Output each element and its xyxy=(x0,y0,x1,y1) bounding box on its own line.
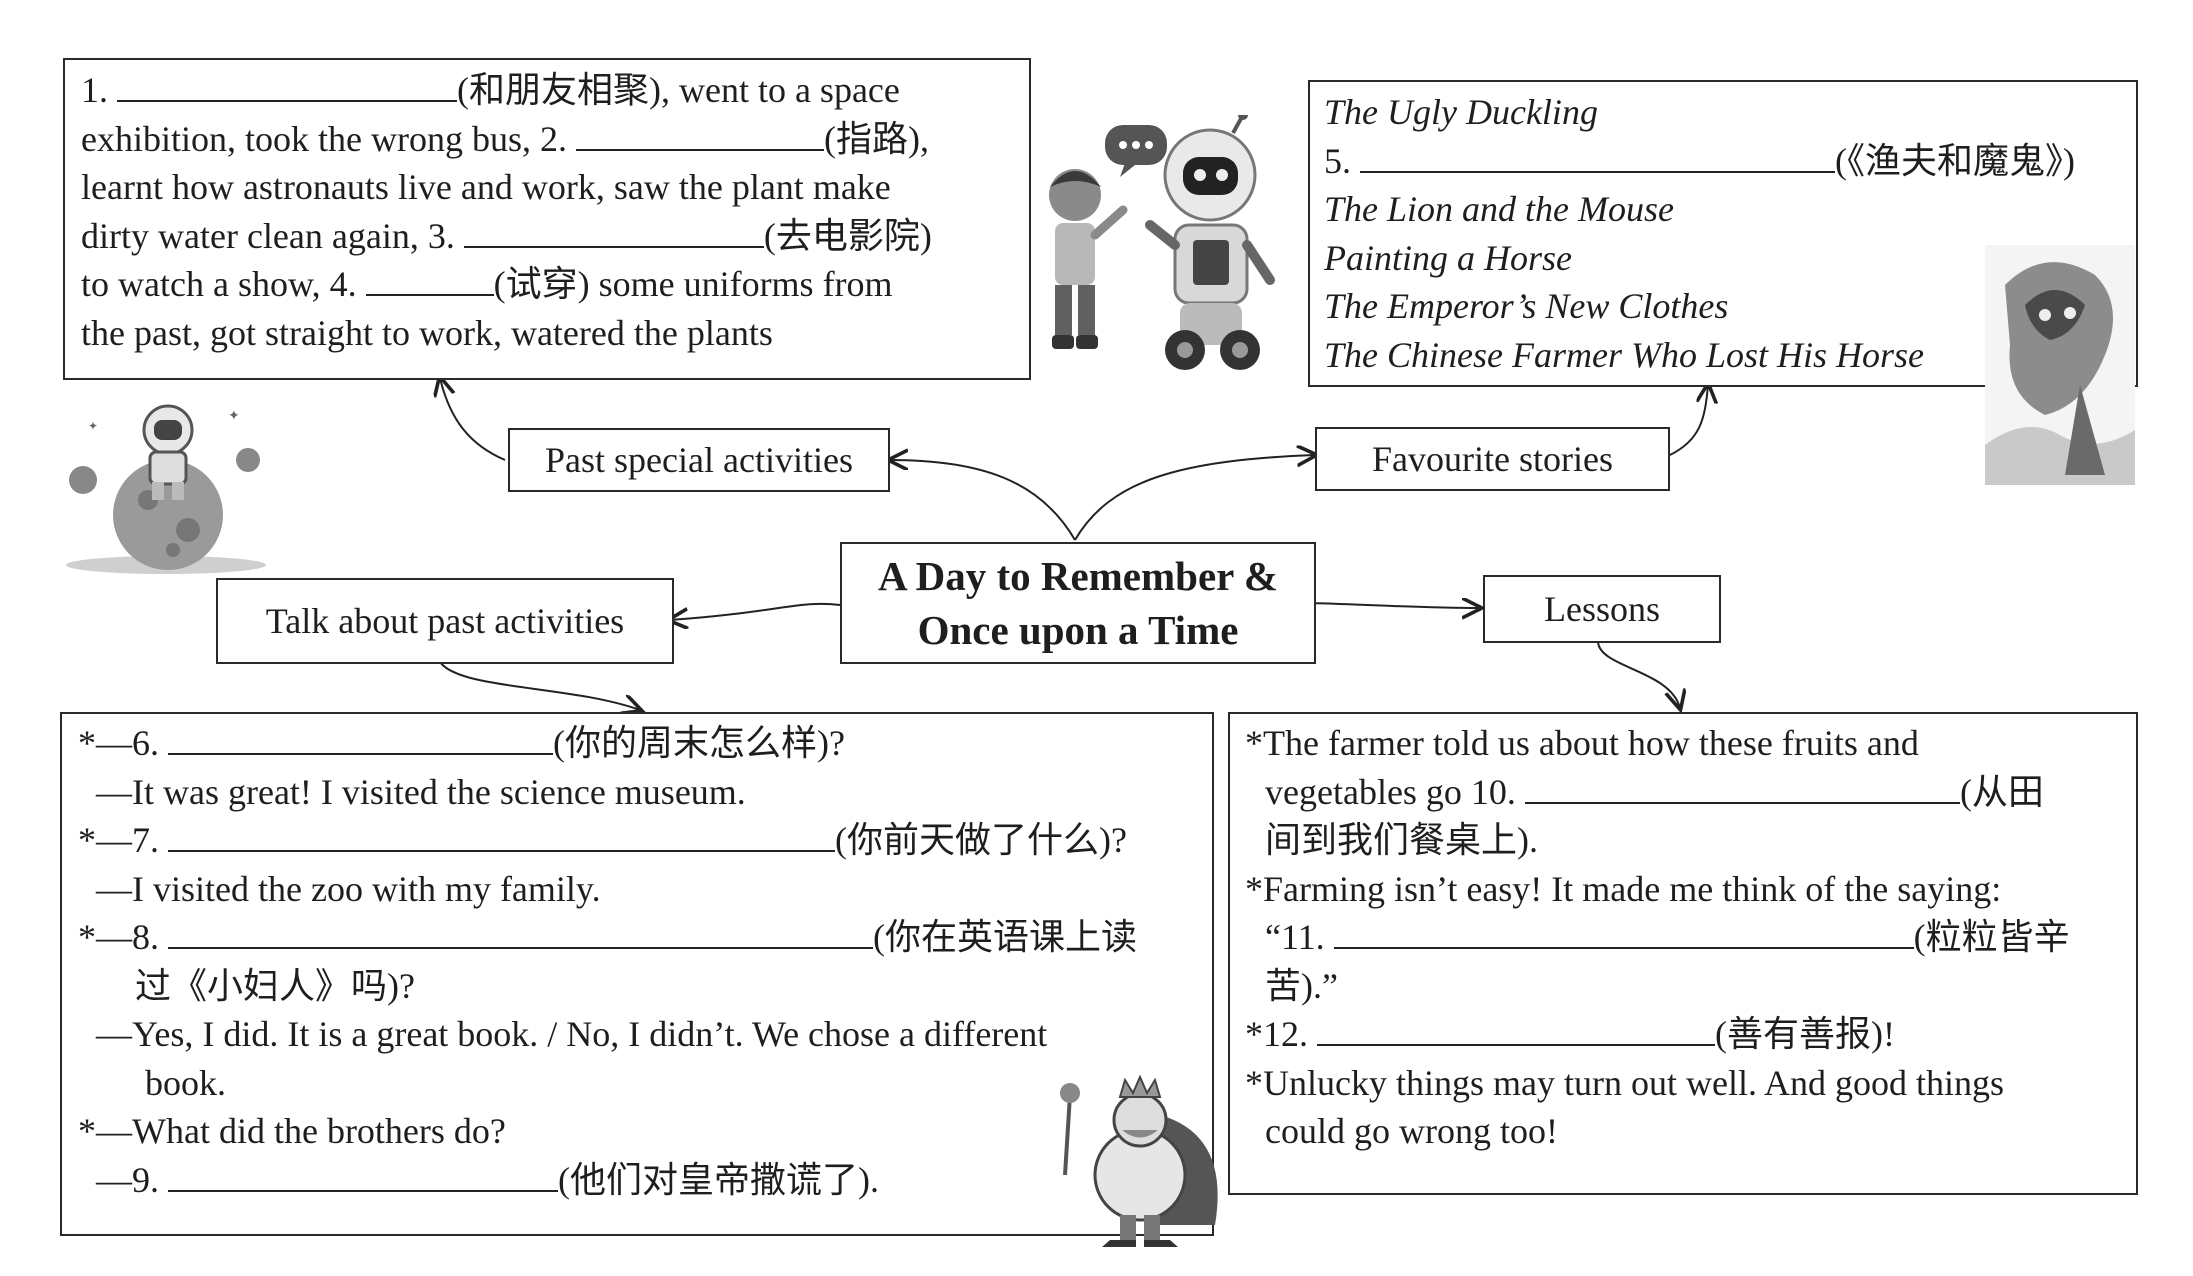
blank-3[interactable] xyxy=(464,216,764,248)
question-9: *—What did the brothers do? xyxy=(78,1107,1137,1156)
question-6-number: *—6. xyxy=(78,723,159,763)
blank-12[interactable] xyxy=(1317,1014,1715,1046)
lesson-line-7: *12. xyxy=(1245,1014,1308,1054)
lesson-line-4: *Farming isn’t easy! It made me think of… xyxy=(1245,865,2070,914)
blank-4[interactable] xyxy=(366,264,494,296)
lesson-line-6: 苦).” xyxy=(1245,962,2070,1011)
blank-9[interactable] xyxy=(168,1160,558,1192)
center-title-line-1: A Day to Remember & xyxy=(878,549,1278,603)
past-line-5-hint: (试穿) some uniforms from xyxy=(494,264,893,304)
svg-text:✦: ✦ xyxy=(88,419,98,433)
answer-6: —It was great! I visited the science mus… xyxy=(78,768,1137,817)
center-title: A Day to Remember & Once upon a Time xyxy=(840,542,1316,664)
story-3: The Lion and the Mouse xyxy=(1324,185,2075,234)
lesson-line-5: “11. xyxy=(1265,917,1325,957)
past-line-5: to watch a show, 4. xyxy=(81,264,357,304)
blank-1-number: 1. xyxy=(81,70,108,110)
center-title-line-2: Once upon a Time xyxy=(918,603,1239,657)
story-4: Painting a Horse xyxy=(1324,234,2075,283)
blank-6[interactable] xyxy=(168,723,553,755)
past-line-1: (和朋友相聚), went to a space xyxy=(457,70,900,110)
lesson-line-7-hint: (善有善报)! xyxy=(1715,1014,1895,1054)
question-8-hint-cont: 过《小妇人》吗)? xyxy=(78,962,1137,1011)
lesson-line-9: could go wrong too! xyxy=(1245,1107,2070,1156)
blank-11[interactable] xyxy=(1334,917,1914,949)
past-activities-box: 1. (和朋友相聚), went to a space exhibition, … xyxy=(63,58,1031,380)
past-line-3: learnt how astronauts live and work, saw… xyxy=(81,163,932,212)
lesson-line-8: *Unlucky things may turn out well. And g… xyxy=(1245,1059,2070,1108)
genie-illustration xyxy=(1985,245,2135,485)
blank-5-hint: (《渔夫和魔鬼》) xyxy=(1835,141,2075,181)
blank-7[interactable] xyxy=(168,820,835,852)
story-5: The Emperor’s New Clothes xyxy=(1324,282,2075,331)
answer-8: —Yes, I did. It is a great book. / No, I… xyxy=(78,1010,1137,1059)
story-1: The Ugly Duckling xyxy=(1324,88,2075,137)
question-7-number: *—7. xyxy=(78,820,159,860)
svg-text:✦: ✦ xyxy=(228,409,240,424)
lesson-line-3: 间到我们餐桌上). xyxy=(1245,816,2070,865)
story-6: The Chinese Farmer Who Lost His Horse xyxy=(1324,331,2075,380)
question-8-number: *—8. xyxy=(78,917,159,957)
lessons-box: *The farmer told us about how these frui… xyxy=(1228,712,2138,1195)
past-line-2-hint: (指路), xyxy=(824,119,929,159)
question-8-hint: (你在英语课上读 xyxy=(873,917,1137,957)
lesson-line-1: *The farmer told us about how these frui… xyxy=(1245,719,2070,768)
blank-1[interactable] xyxy=(117,70,457,102)
lesson-line-2: vegetables go 10. xyxy=(1265,772,1516,812)
blank-5[interactable] xyxy=(1360,141,1835,173)
blank-8[interactable] xyxy=(168,917,873,949)
question-6-hint: (你的周末怎么样)? xyxy=(553,723,845,763)
question-7-hint: (你前天做了什么)? xyxy=(835,820,1127,860)
blank-5-number: 5. xyxy=(1324,141,1351,181)
blank-10[interactable] xyxy=(1525,772,1960,804)
past-line-4-hint: (去电影院) xyxy=(764,216,932,256)
emperor-illustration xyxy=(1040,1075,1235,1250)
blank-2[interactable] xyxy=(576,119,824,151)
past-special-activities-label: Past special activities xyxy=(508,428,890,492)
answer-8-cont: book. xyxy=(78,1059,1137,1108)
lessons-label: Lessons xyxy=(1483,575,1721,643)
past-line-4: dirty water clean again, 3. xyxy=(81,216,455,256)
lesson-line-2-hint: (从田 xyxy=(1960,772,2044,812)
past-line-2: exhibition, took the wrong bus, 2. xyxy=(81,119,567,159)
answer-7: —I visited the zoo with my family. xyxy=(78,865,1137,914)
talk-about-past-activities-label: Talk about past activities xyxy=(216,578,674,664)
past-line-6: the past, got straight to work, watered … xyxy=(81,309,932,358)
favourite-stories-label: Favourite stories xyxy=(1315,427,1670,491)
lesson-line-5-hint: (粒粒皆辛 xyxy=(1914,917,2070,957)
answer-9-hint: (他们对皇帝撒谎了). xyxy=(558,1160,879,1200)
robot-and-boy-illustration xyxy=(1035,115,1305,375)
astronaut-illustration: ✦✦ xyxy=(58,400,273,575)
answer-9-number: —9. xyxy=(96,1160,159,1200)
